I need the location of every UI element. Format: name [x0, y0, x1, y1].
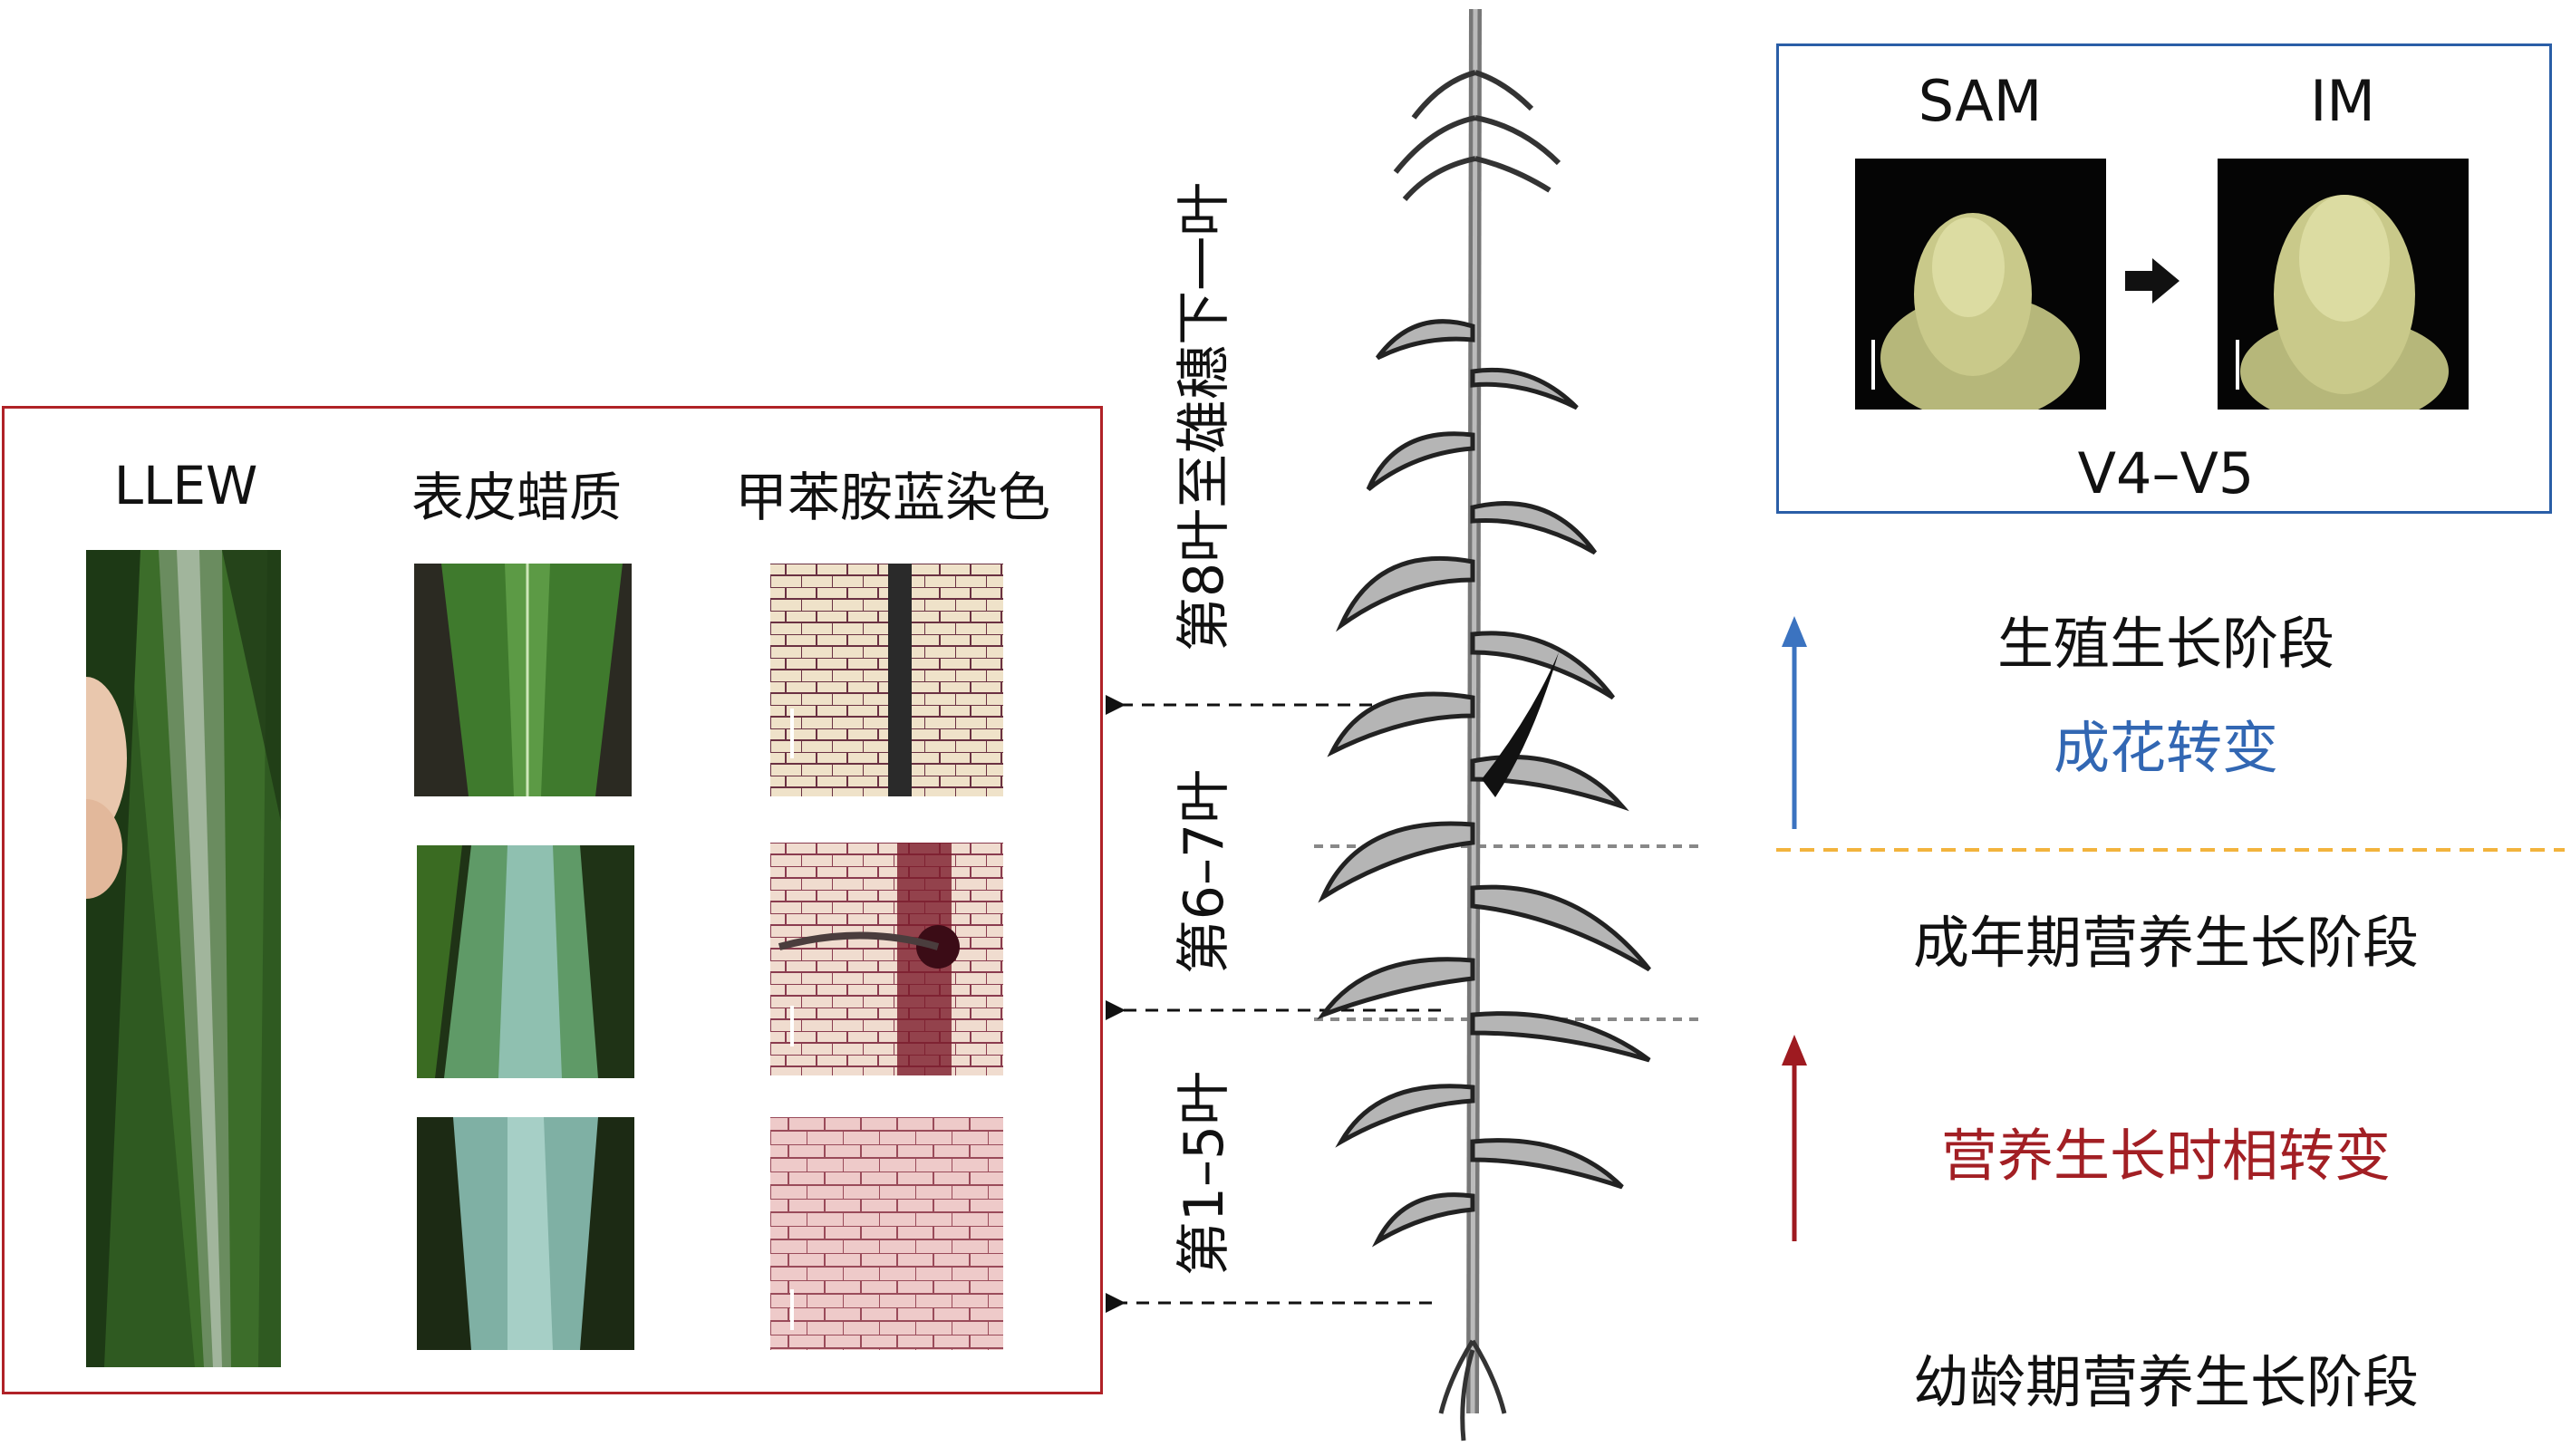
- adult-vegetative-phase-label: 成年期营养生长阶段: [1912, 910, 2419, 976]
- scale-bar: [790, 1289, 794, 1330]
- scale-bar: [2236, 340, 2239, 390]
- scale-bar: [790, 709, 794, 758]
- leaf-trait-panel: [2, 406, 1103, 1394]
- juvenile-vegetative-phase-label: 幼龄期营养生长阶段: [1912, 1349, 2419, 1415]
- vegetative-phase-change-label: 营养生长时相转变: [1940, 1123, 2391, 1189]
- ear: [1482, 652, 1559, 797]
- reproductive-phase-label: 生殖生长阶段: [1996, 611, 2334, 677]
- scale-bar: [1871, 340, 1875, 390]
- wax-photo-adult-leaf: [414, 564, 632, 796]
- toluidine-blue-header: 甲苯胺蓝染色: [734, 467, 1050, 528]
- meristem-stage-label: V4–V5: [2077, 440, 2255, 506]
- im-label: IM: [2310, 68, 2375, 134]
- wax-photo-transition-leaf: [417, 845, 634, 1078]
- roots: [1438, 1339, 1507, 1442]
- sam-photo: [1855, 159, 2106, 410]
- stain-photo-transition-leaf: [770, 843, 1003, 1075]
- llew-header: LLEW: [113, 455, 258, 516]
- tassel: [1393, 70, 1561, 201]
- stain-photo-adult-leaf: [770, 564, 1003, 796]
- phase-arrows: [1776, 616, 2565, 1241]
- transition-arrow-icon: [2125, 258, 2180, 304]
- llew-leaf-photo: [86, 550, 281, 1367]
- meristem-panel: [1776, 43, 2552, 514]
- stain-photo-juvenile-leaf: [770, 1117, 1003, 1350]
- sam-label: SAM: [1918, 68, 2043, 134]
- scale-bar: [790, 1006, 794, 1046]
- floral-transition-label: 成花转变: [2053, 715, 2278, 781]
- wax-photo-juvenile-leaf: [417, 1117, 634, 1350]
- epicuticular-wax-header: 表皮蜡质: [411, 467, 622, 528]
- im-photo: [2218, 159, 2469, 410]
- maize-plant-schematic: [1106, 8, 1704, 1442]
